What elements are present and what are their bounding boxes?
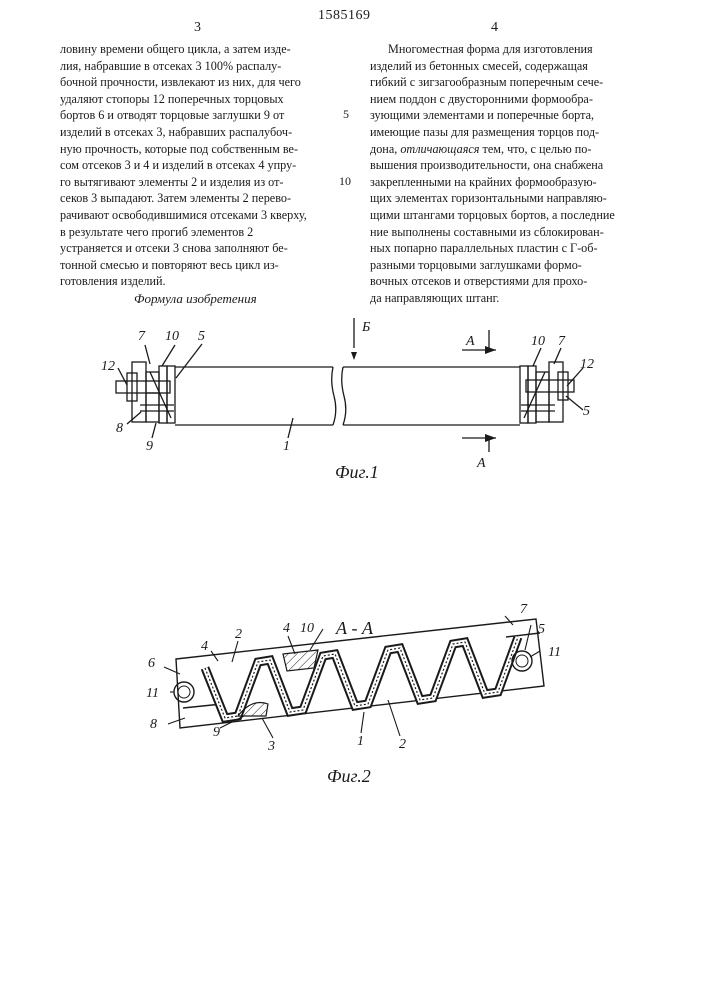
text-line: зующими элементами и поперечные борта,	[370, 107, 662, 124]
label-1: 1	[283, 439, 290, 454]
label-12-left: 12	[101, 359, 115, 374]
label-10-right: 10	[531, 334, 545, 349]
label-4-left: 4	[201, 639, 208, 654]
text-line: дона, отличающаяся тем, что, с целью по-	[370, 141, 662, 158]
guide-rod-right	[512, 651, 532, 671]
figure-2-caption: Фиг.2	[327, 766, 371, 786]
text-line: лия, набравшие в отсеках 3 100% распалу-	[60, 58, 347, 75]
section-arrow-head	[485, 346, 496, 354]
text-line: ную прочность, которые под собственным в…	[60, 141, 347, 158]
text-line: сом отсеков 3 и 4 и изделий в отсеках 4 …	[60, 157, 347, 174]
text-line: щими штангами торцовых бортов, а последн…	[370, 207, 662, 224]
left-end-plug	[146, 372, 159, 422]
right-guide-rod	[526, 380, 574, 392]
figure-2-drawing: А - А 6 4 2 4 10 7 5 11 11 8 9 3 1 2 Фиг…	[0, 600, 707, 790]
figure-1-drawing: 7 10 5 12 8 9 1 Б А А 10 7 12 5 Фиг.1	[0, 300, 707, 510]
left-guide-rod	[116, 381, 170, 393]
label-10-left: 10	[165, 329, 179, 344]
break-line-right	[342, 367, 346, 425]
section-arrow-head	[485, 434, 496, 442]
upper-right-plate	[506, 633, 540, 637]
label-section-a-bottom: А	[476, 456, 486, 471]
text-line: вышения производительности, она снабжена	[370, 157, 662, 174]
text-line-tail: тем, что, с целью по-	[479, 142, 591, 156]
text-line: тонной смесью и повторяют весь цикл из-	[60, 257, 347, 274]
page-number-right: 4	[491, 20, 498, 36]
text-line: бортов 6 и отводят торцовые заглушки 9 о…	[60, 107, 347, 124]
label-6: 6	[148, 656, 155, 671]
label-10: 10	[300, 621, 314, 636]
text-line: го вытягивают элементы 2 и изделия из от…	[60, 174, 347, 191]
label-11-right: 11	[548, 645, 561, 660]
label-7-left: 7	[138, 329, 146, 344]
label-2-bottom: 2	[399, 737, 406, 752]
label-1: 1	[357, 734, 364, 749]
right-column-text: Многоместная форма для изготовления изде…	[370, 41, 662, 307]
text-line: удаляют стопоры 12 поперечных торцовых	[60, 91, 347, 108]
guide-rod-left	[174, 682, 194, 702]
text-line: изделий в отсеках 3, набравших распалубо…	[60, 124, 347, 141]
text-line: ловину времени общего цикла, а затем изд…	[60, 41, 347, 58]
text-line: бочной прочности, извлекают из них, для …	[60, 74, 347, 91]
label-12-right: 12	[580, 357, 594, 372]
label-view-b: Б	[361, 320, 370, 335]
text-line: разными торцовыми заглушками формо-	[370, 257, 662, 274]
text-line-start: дона,	[370, 142, 400, 156]
text-line: ние выполнены составными из сблокирован-	[370, 224, 662, 241]
label-8: 8	[116, 421, 123, 436]
text-line: устраняется и отсеки 3 снова заполняют б…	[60, 240, 347, 257]
label-3: 3	[267, 739, 275, 754]
label-9: 9	[213, 725, 220, 740]
label-11-left: 11	[146, 686, 159, 701]
text-line: гибкий с зигзагообразным поперечным сече…	[370, 74, 662, 91]
text-line: рачивают освободившимися отсеками 3 квер…	[60, 207, 347, 224]
section-title: А - А	[335, 618, 374, 638]
label-2-top: 2	[235, 627, 242, 642]
body-outline-left	[175, 367, 333, 425]
text-line: имеющие пазы для размещения торцов под-	[370, 124, 662, 141]
page-number-left: 3	[194, 20, 201, 36]
right-end-flange	[520, 366, 528, 423]
text-line: секов 3 выпадают. Затем элементы 2 перев…	[60, 190, 347, 207]
label-4-middle: 4	[283, 621, 290, 636]
label-9: 9	[146, 439, 153, 454]
body-outline-right	[343, 367, 520, 425]
label-5-left: 5	[198, 329, 205, 344]
label-8: 8	[150, 717, 157, 732]
label-7-right: 7	[558, 334, 566, 349]
label-5-right: 5	[583, 404, 590, 419]
label-5: 5	[538, 622, 545, 637]
text-line: готовления изделий.	[60, 273, 347, 290]
break-line-left	[332, 367, 336, 425]
text-line: в результате чего прогиб элементов 2	[60, 224, 347, 241]
text-line: изделий из бетонных смесей, содержащая	[370, 58, 662, 75]
view-arrow-head	[351, 352, 357, 360]
left-column-text: ловину времени общего цикла, а затем изд…	[60, 41, 347, 290]
end-plug-top	[283, 650, 318, 671]
distinguishing-term: отличающаяся	[400, 142, 479, 156]
label-7: 7	[520, 602, 528, 617]
figure-1-caption: Фиг.1	[335, 462, 379, 482]
text-line: Многоместная форма для изготовления	[370, 41, 662, 58]
left-end-flange-2	[167, 366, 175, 423]
label-section-a-top: А	[465, 334, 475, 349]
text-line: ных попарно параллельных пластин с Г-об-	[370, 240, 662, 257]
margin-line-number: 5	[343, 107, 349, 122]
text-line: нием поддон с двусторонними формообра-	[370, 91, 662, 108]
margin-line-number: 10	[339, 174, 351, 189]
text-line: закрепленными на крайних формообразую-	[370, 174, 662, 191]
text-line: вочных отсеков и отверстиями для прохо-	[370, 273, 662, 290]
patent-number: 1585169	[318, 8, 371, 24]
text-line: щих элементах горизонтальными направляю-	[370, 190, 662, 207]
